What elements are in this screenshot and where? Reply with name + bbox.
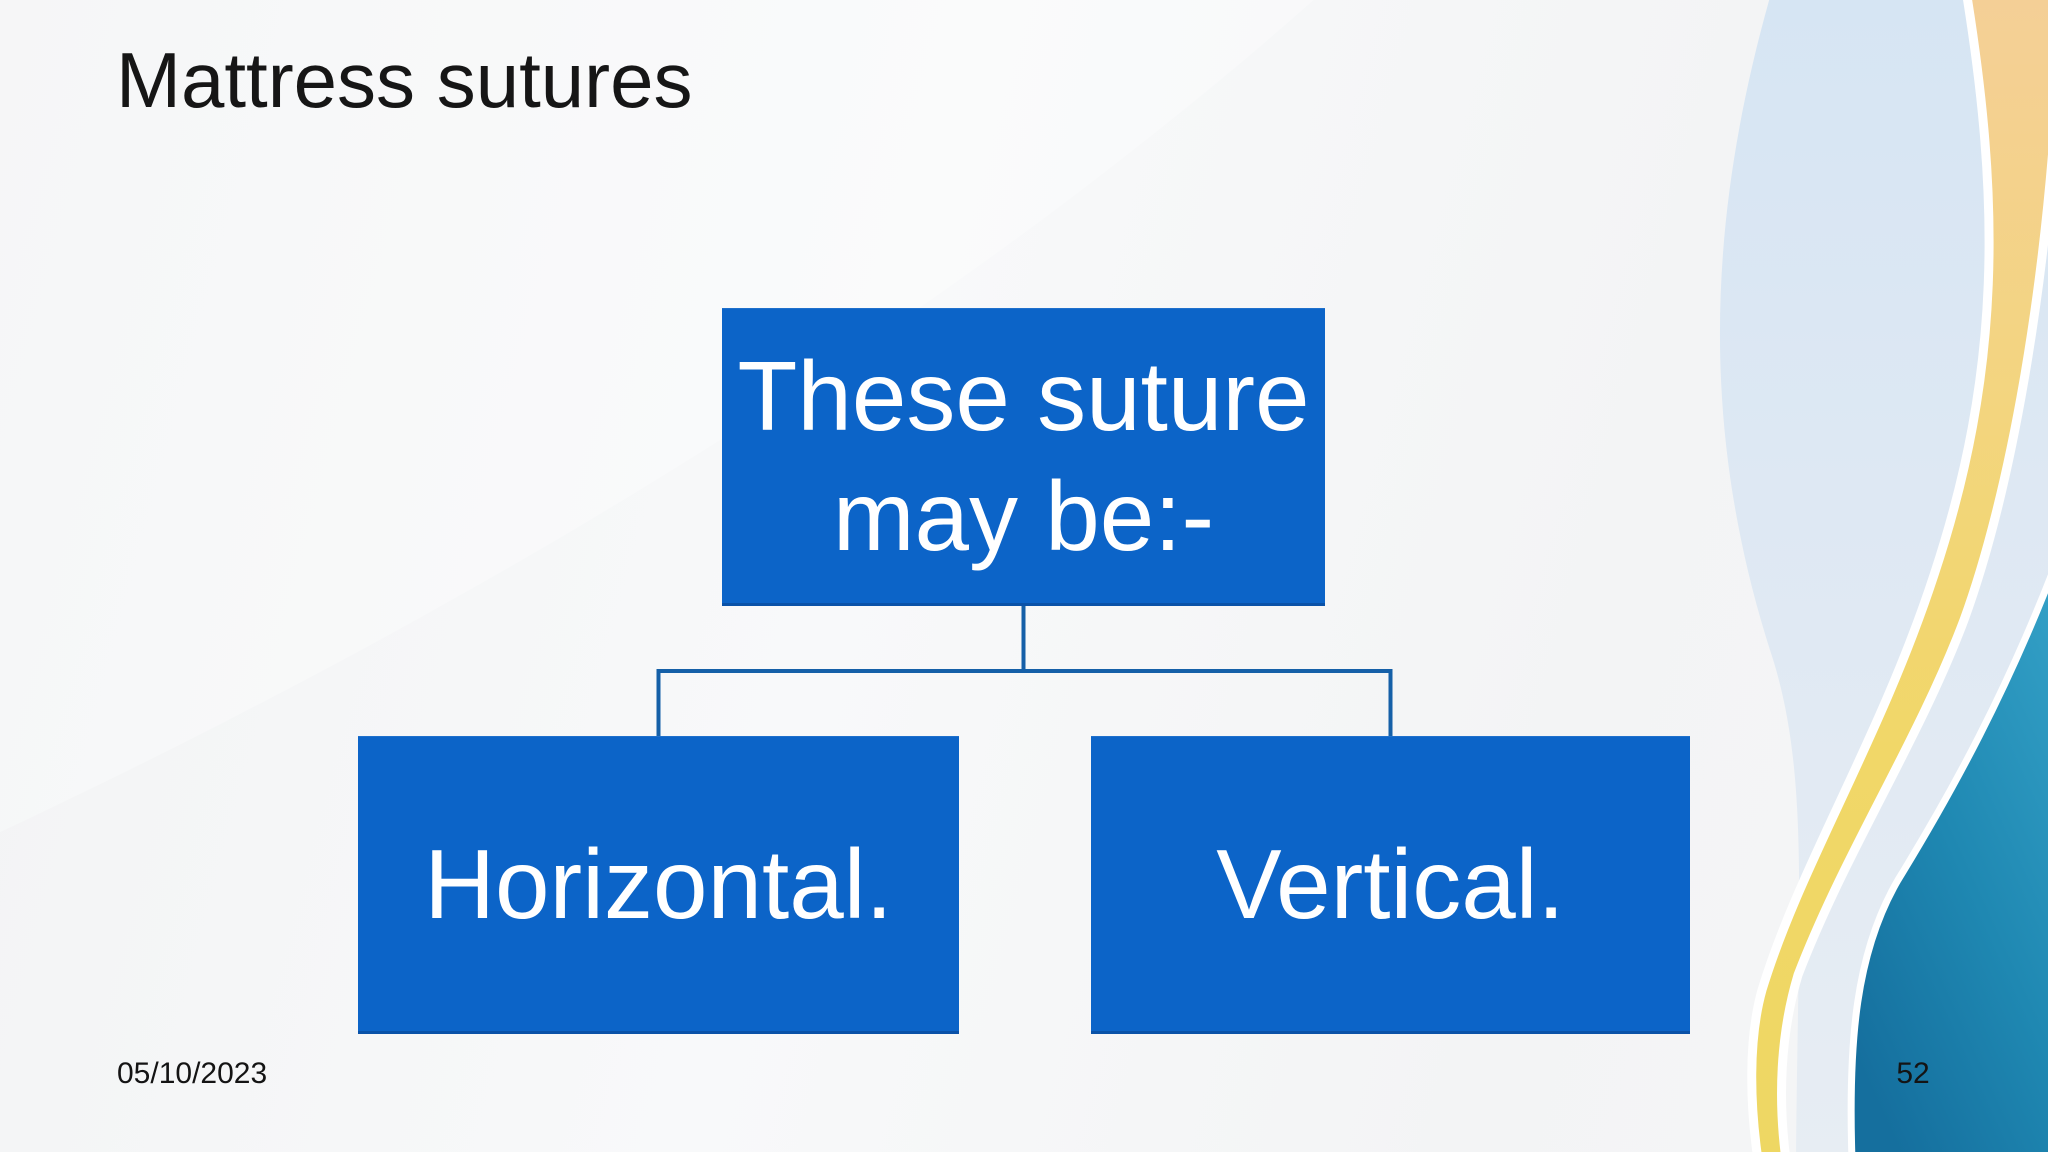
slide-page-number: 52 — [1896, 1057, 1930, 1090]
teal-corner-blob — [1847, 574, 2048, 1152]
slide-title: Mattress sutures — [116, 36, 693, 124]
diagram-node-vertical: Vertical. — [1091, 736, 1690, 1034]
diagram-node-root: These suture may be:- — [722, 308, 1325, 606]
yellow-band — [1747, 0, 2048, 1152]
background-highlight-sweep — [0, 0, 1380, 860]
diagram-node-vertical-label: Vertical. — [1216, 829, 1565, 940]
diagram-node-horizontal-label: Horizontal. — [424, 829, 893, 940]
diagram-node-horizontal: Horizontal. — [358, 736, 959, 1034]
slide-date: 05/10/2023 — [117, 1057, 268, 1090]
diagram-node-root-label: These suture may be:- — [737, 341, 1310, 571]
